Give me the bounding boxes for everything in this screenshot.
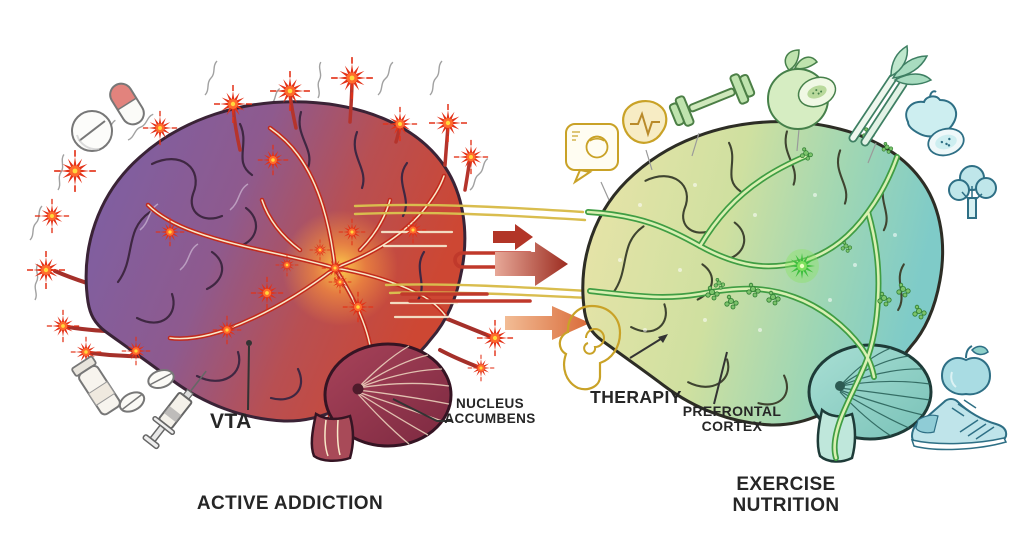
speech-bubble-face-icon: [565, 123, 619, 185]
prefrontal-line1: PREFRONTAL: [682, 403, 782, 419]
therapy-label: THERAPIY: [590, 387, 682, 407]
syringe-icon: [142, 370, 207, 450]
heart-pulse-icon: [622, 100, 668, 144]
prefrontal-cortex-label: PREFRONTAL CORTEX: [672, 403, 792, 435]
drug-icons: [71, 82, 207, 450]
small-arrow: [493, 224, 533, 250]
broccoli-icon: [948, 165, 997, 219]
nucleus-accumbens-label: NUCLEUS ACCUMBENS: [424, 396, 556, 427]
medicine-vial-icon: [71, 355, 121, 416]
capsule-pill-icon: [109, 82, 145, 126]
healthy-lifestyle-icons: [558, 44, 1008, 451]
label-pointers: [246, 334, 728, 422]
addiction-brain-illustration: [25, 56, 514, 462]
apple-icon: [940, 345, 992, 396]
melon-icon: [767, 49, 837, 130]
nucleus-accumbens-line2: ACCUMBENS: [444, 410, 536, 426]
big-arrow: [495, 242, 568, 286]
left-brainstem: [310, 412, 355, 462]
oval-pill-icon: [118, 391, 146, 413]
active-addiction-caption: ACTIVE ADDICTION: [196, 493, 384, 514]
prefrontal-line2: CORTEX: [701, 418, 763, 435]
leek-icon: [848, 44, 933, 147]
sneaker-icon: [910, 398, 1008, 451]
oval-pill-icon: [147, 368, 175, 390]
dumbbell-icon: [668, 73, 756, 127]
nucleus-accumbens-line1: NUCLEUS: [455, 396, 525, 411]
vta-label: VTA: [210, 410, 252, 433]
exercise-nutrition-caption: EXERCISE NUTRITION: [706, 474, 866, 517]
head-profile-icon: [558, 304, 622, 391]
squash-icon: [905, 90, 965, 157]
left-cerebellum: [323, 342, 453, 448]
exercise-line: EXERCISE: [736, 474, 836, 495]
recovery-brain-illustration: [581, 120, 945, 463]
nutrition-line: NUTRITION: [732, 494, 840, 516]
round-tablet-icon: [71, 110, 113, 152]
